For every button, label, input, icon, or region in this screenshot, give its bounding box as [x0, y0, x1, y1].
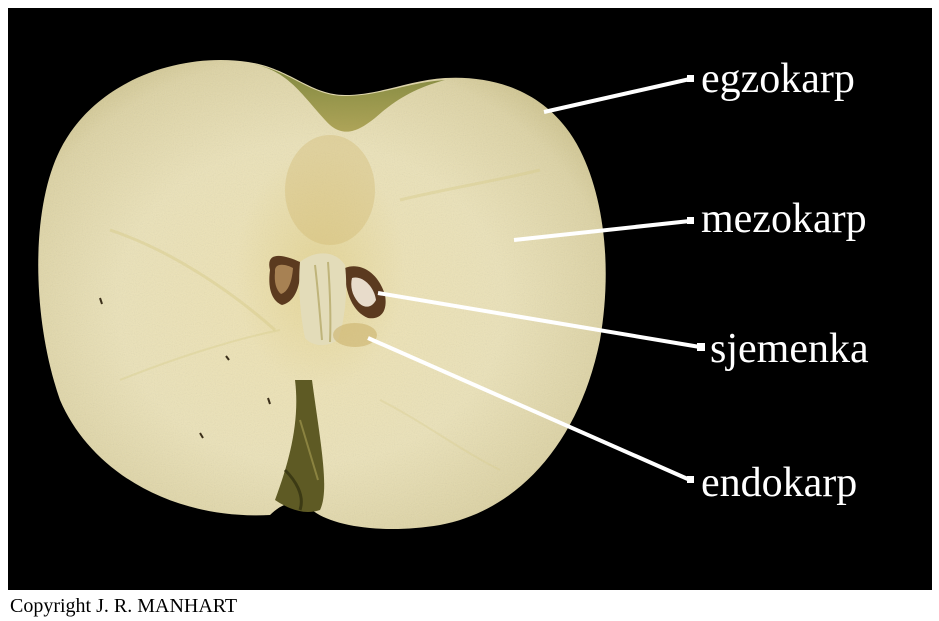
- copyright-text: Copyright J. R. MANHART: [10, 596, 237, 616]
- label-egzokarp: egzokarp: [701, 58, 855, 100]
- label-sjemenka: sjemenka: [710, 328, 869, 370]
- label-endokarp: endokarp: [701, 462, 857, 504]
- label-mezokarp: mezokarp: [701, 198, 867, 240]
